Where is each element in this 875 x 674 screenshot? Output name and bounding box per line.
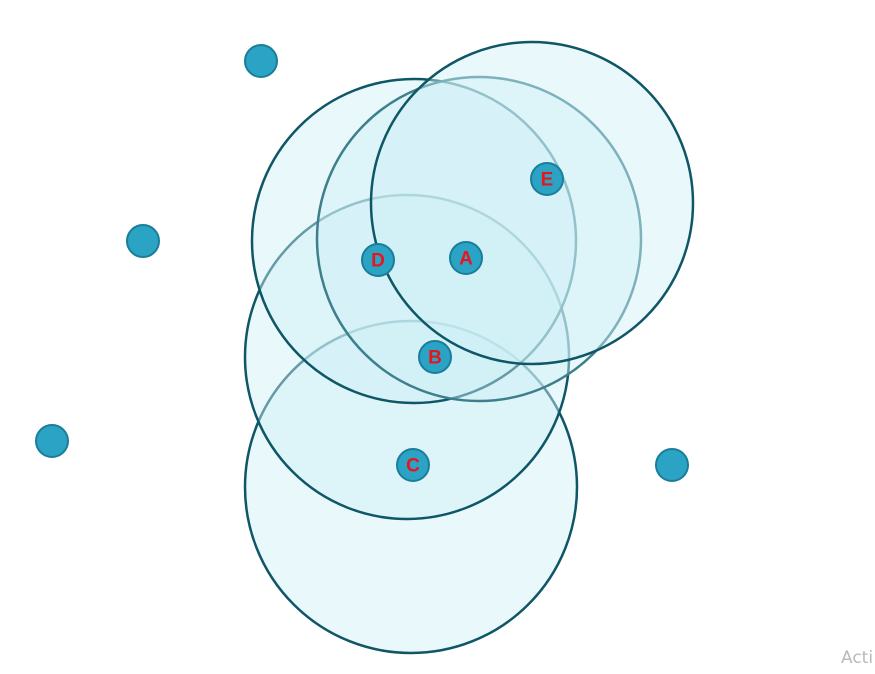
activation-watermark: Acti <box>841 648 874 668</box>
node-b-marker <box>418 340 452 374</box>
node-unlabeled <box>244 44 278 78</box>
node-unlabeled <box>35 424 69 458</box>
range-circle-a <box>315 75 643 403</box>
node-b-label: B <box>428 348 442 369</box>
node-e-label: E <box>541 170 554 191</box>
range-circle-d <box>250 77 578 405</box>
node-c-label: C <box>406 456 420 477</box>
node-d-label: D <box>371 251 385 272</box>
node-a-label: A <box>459 249 473 270</box>
node-e-marker <box>530 162 564 196</box>
node-d-marker <box>361 243 395 277</box>
node-c: C <box>396 448 430 482</box>
range-circle-e <box>369 40 695 366</box>
node-a: A <box>449 241 483 275</box>
node-a-marker <box>449 241 483 275</box>
node-unlabeled <box>655 448 689 482</box>
range-circle-c <box>243 319 579 655</box>
node-e: E <box>530 162 564 196</box>
node-b: B <box>418 340 452 374</box>
range-circle-b <box>243 193 571 521</box>
node-d: D <box>361 243 395 277</box>
node-unlabeled <box>126 224 160 258</box>
node-c-marker <box>396 448 430 482</box>
